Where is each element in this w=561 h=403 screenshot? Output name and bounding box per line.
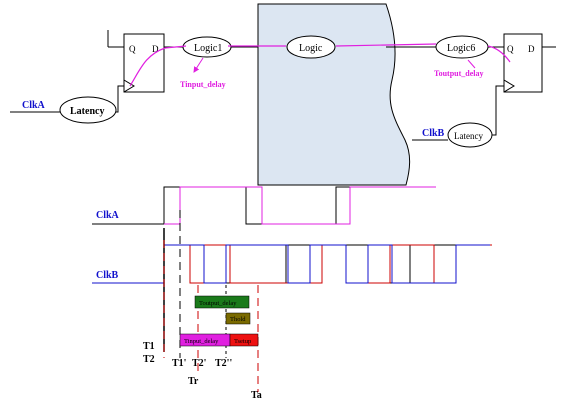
- toutput-delay-label: Toutput_delay: [434, 69, 484, 78]
- cloud-latency-a: Latency: [59, 96, 117, 124]
- logic6-label: Logic6: [447, 43, 475, 54]
- thold-box-label: Thold: [230, 316, 246, 323]
- clkb-blue-waveform: [92, 244, 490, 284]
- tsetup-box: Tsetup: [229, 333, 259, 347]
- tinput-delay-label: Tinput_delay: [180, 80, 226, 89]
- cloud-latency-b: Latency: [447, 122, 493, 148]
- t2-prime-label: T2': [192, 358, 207, 369]
- thold-box: Thold: [225, 312, 251, 325]
- ff-right-clock-triangle: [503, 79, 515, 93]
- t1-prime-label: T1': [172, 358, 187, 369]
- clkb-top-label: ClkB: [422, 128, 445, 139]
- clkb-red-waveform: [164, 244, 492, 284]
- tinput-delay-box-label: Tinput_delay: [184, 338, 219, 345]
- latency-a-label: Latency: [70, 106, 104, 117]
- toutput-delay-box: Toutput_delay: [194, 295, 250, 309]
- ff-left-clock-triangle: [123, 79, 135, 93]
- t2-double-prime-label: T2'': [215, 358, 232, 369]
- clkb-wire-to-ff: [492, 85, 504, 136]
- clkb-ideal-waveform: [92, 244, 490, 284]
- tsetup-box-label: Tsetup: [234, 338, 251, 345]
- cloud-logic: Logic: [286, 35, 336, 59]
- clka-wire-to-ff: [116, 85, 124, 113]
- tr-label: Tr: [188, 376, 199, 387]
- ff-right-d-label: D: [528, 44, 535, 54]
- ta-label: Ta: [251, 390, 262, 401]
- toutput-arrow: [467, 59, 476, 69]
- clka-actual-waveform: [164, 186, 436, 225]
- t2-label: T2: [143, 354, 155, 365]
- clka-ideal-waveform: [92, 186, 352, 225]
- tinput-arrow: [193, 57, 204, 73]
- toutput-delay-box-label: Toutput_delay: [199, 300, 237, 307]
- logic-label: Logic: [299, 43, 323, 54]
- logic-block: [257, 3, 411, 186]
- logic1-label: Logic1: [194, 43, 222, 54]
- t1-label: T1: [143, 341, 155, 352]
- clkb-timing-label: ClkB: [96, 270, 119, 281]
- cloud-logic1: Logic1: [182, 36, 232, 58]
- flip-flop-right: [503, 33, 543, 93]
- path-highlight: [129, 43, 511, 87]
- clka-timing-label: ClkA: [96, 210, 120, 221]
- ff-left-q-label: Q: [129, 44, 136, 54]
- cloud-logic6: Logic6: [435, 35, 489, 59]
- clka-top-label: ClkA: [22, 100, 46, 111]
- latency-b-label: Latency: [454, 131, 483, 141]
- ff-right-q-label: Q: [507, 44, 514, 54]
- tinput-delay-box: Tinput_delay: [179, 333, 231, 347]
- ff-left-d-label: D: [152, 44, 159, 54]
